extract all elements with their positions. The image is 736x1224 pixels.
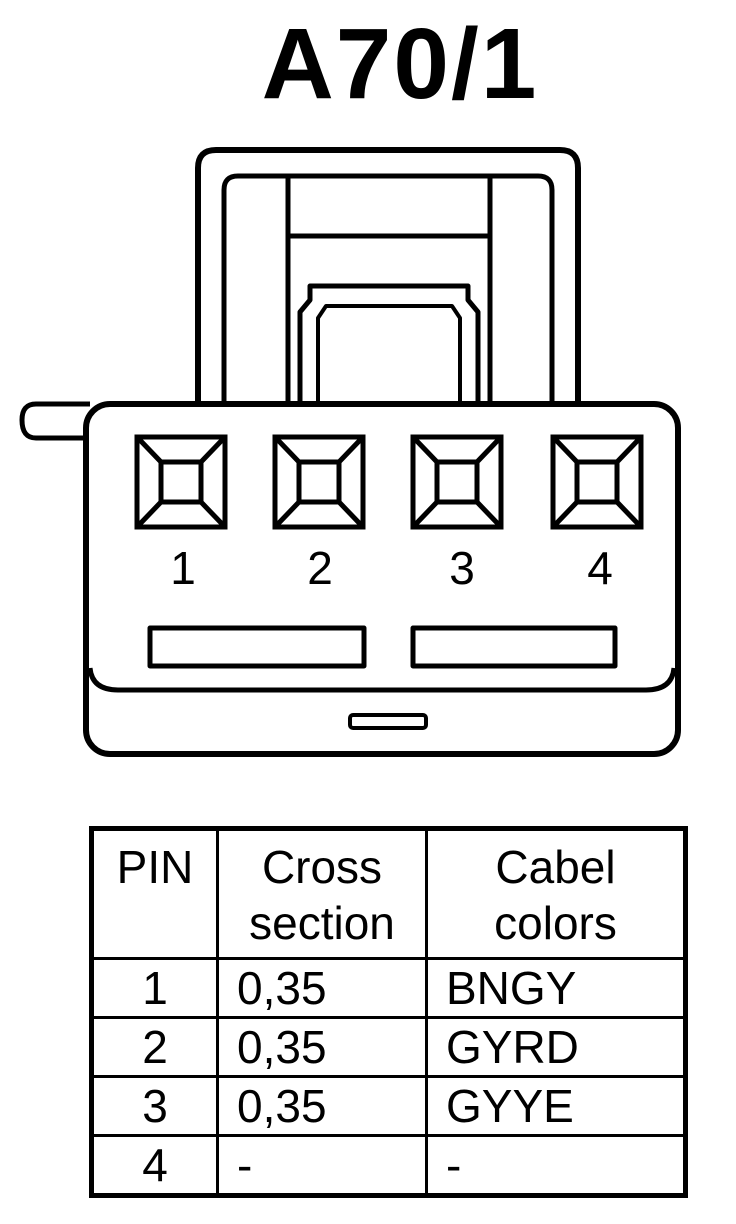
- row-color: GYYE: [425, 1075, 687, 1137]
- pin-cavity-2: [272, 434, 366, 530]
- row-color: -: [425, 1134, 687, 1197]
- pin-table-header: PIN Cross section Cabel colors: [90, 827, 687, 960]
- pin-label-4: 4: [587, 542, 613, 594]
- table-row: 1 0,35 BNGY: [90, 957, 687, 1019]
- row-pin: 1: [90, 957, 219, 1019]
- row-pin: 4: [90, 1134, 219, 1197]
- pin-cavity-1: [134, 434, 228, 530]
- row-pin: 3: [90, 1075, 219, 1137]
- connector-diagram: 1 2 3 4: [19, 147, 681, 757]
- pin-label-3: 3: [449, 542, 475, 594]
- latch-housing-outer: [195, 147, 581, 408]
- row-pin: 2: [90, 1016, 219, 1078]
- row-cross-section: -: [216, 1134, 428, 1197]
- pin-table: PIN Cross section Cabel colors 1 0,35 BN…: [89, 826, 688, 1198]
- body-front-edge: [87, 667, 677, 693]
- lower-slot-right: [410, 625, 618, 669]
- pin-cavity-4: [550, 434, 644, 530]
- pin-label-2: 2: [307, 542, 333, 594]
- table-row: 3 0,35 GYYE: [90, 1075, 687, 1137]
- row-cross-section: 0,35: [216, 1016, 428, 1078]
- row-cross-section: 0,35: [216, 1075, 428, 1137]
- lower-slot-left: [147, 625, 367, 669]
- header-pin: PIN: [90, 827, 219, 960]
- pin-cavity-3: [410, 434, 504, 530]
- header-cable-colors: Cabel colors: [425, 827, 687, 960]
- row-cross-section: 0,35: [216, 957, 428, 1019]
- latch-tab: [297, 283, 481, 408]
- row-color: GYRD: [425, 1016, 687, 1078]
- latch-frame: [285, 176, 493, 408]
- connector-title: A70/1: [261, 8, 539, 120]
- pin-label-1: 1: [170, 542, 196, 594]
- header-cross-section: Cross section: [216, 827, 428, 960]
- bottom-notch: [348, 713, 428, 730]
- latch-housing-inner: [221, 173, 555, 408]
- table-row: 4 - -: [90, 1134, 687, 1197]
- row-color: BNGY: [425, 957, 687, 1019]
- table-row: 2 0,35 GYRD: [90, 1016, 687, 1078]
- latch-tab-inner: [316, 304, 462, 408]
- side-key: [19, 401, 90, 441]
